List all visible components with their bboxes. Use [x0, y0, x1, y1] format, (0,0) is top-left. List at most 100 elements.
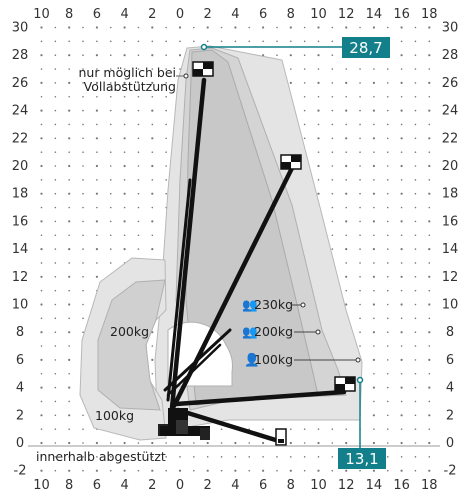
grid-dot	[331, 206, 334, 209]
grid-dot	[400, 275, 403, 278]
grid-dot	[428, 358, 431, 361]
grid-dot	[54, 428, 57, 430]
grid-dot	[234, 469, 237, 472]
grid-dot	[372, 248, 375, 251]
y-tick-label: 18	[442, 187, 459, 202]
grid-dot	[40, 164, 43, 168]
grid-dot	[54, 40, 57, 43]
grid-dot	[178, 441, 182, 445]
x-tick-label: 10	[33, 7, 50, 22]
y-tick-label: 12	[442, 270, 459, 285]
y-tick-label: 2	[16, 408, 24, 423]
grid-dot	[165, 82, 167, 84]
grid-dot	[54, 123, 57, 126]
grid-dot	[95, 164, 98, 168]
grid-dot	[54, 165, 57, 167]
grid-dot	[109, 456, 112, 458]
grid-dot	[54, 26, 57, 29]
grid-dot	[400, 386, 403, 389]
grid-dot	[40, 109, 43, 112]
grid-dot	[400, 68, 403, 70]
rear-zone-label-100: 100kg	[95, 408, 134, 423]
y-tick-label: 0	[446, 436, 454, 451]
grid-dot	[137, 26, 140, 29]
grid-dot	[151, 372, 154, 375]
grid-dot	[68, 331, 71, 334]
grid-dot	[400, 441, 403, 445]
grid-dot	[54, 372, 57, 375]
grid-dot	[359, 137, 361, 140]
y-tick-label: 12	[12, 270, 29, 285]
grid-dot	[400, 303, 403, 306]
grid-dot	[289, 469, 292, 472]
y-tick-label: 6	[446, 353, 454, 368]
grid-dot	[331, 179, 334, 181]
grid-dot	[428, 68, 431, 70]
grid-dot	[428, 372, 431, 375]
basket-right	[334, 376, 356, 392]
grid-dot	[372, 137, 375, 140]
grid-dot	[317, 123, 320, 126]
grid-dot	[151, 192, 154, 195]
grid-dot	[414, 262, 417, 264]
grid-dot	[206, 456, 209, 458]
x-tick-label: 12	[338, 7, 355, 22]
grid-dot	[178, 26, 182, 29]
grid-dot	[400, 262, 403, 264]
grid-dot	[109, 123, 112, 126]
grid-dot	[331, 68, 334, 70]
grid-dot	[165, 26, 167, 29]
grid-dot	[414, 248, 417, 250]
grid-dot	[109, 26, 112, 29]
grid-dot	[123, 68, 126, 70]
x-tick-label: 12	[338, 478, 355, 493]
grid-dot	[386, 82, 389, 84]
grid-dot	[345, 220, 348, 223]
x-tick-label: 10	[33, 478, 50, 493]
grid-dot	[96, 40, 98, 43]
y-tick-label: 30	[12, 21, 29, 36]
grid-dot	[68, 234, 70, 237]
grid-dot	[68, 164, 71, 168]
grid-dot	[317, 81, 320, 84]
grid-dot	[331, 137, 334, 140]
grid-dot	[137, 179, 140, 181]
x-tick-label: 2	[204, 478, 212, 493]
y-tick-label: 28	[12, 48, 29, 63]
grid-dot	[373, 206, 375, 209]
grid-dot	[54, 289, 57, 292]
grid-dot	[428, 262, 431, 264]
grid-dot	[248, 26, 251, 29]
grid-dot	[359, 248, 361, 250]
grid-dot	[414, 220, 417, 223]
grid-dot	[331, 95, 334, 98]
boom-mid	[171, 165, 295, 409]
grid-dot	[400, 414, 403, 417]
grid-dot	[151, 68, 154, 70]
x-tick-label: 2	[148, 478, 156, 493]
grid-dot	[428, 414, 431, 417]
grid-dot	[40, 469, 43, 472]
grid-dot	[82, 289, 84, 292]
grid-dot	[262, 26, 265, 29]
grid-dot	[414, 303, 417, 306]
grid-dot	[276, 469, 278, 472]
grid-dot	[96, 151, 98, 153]
grid-dot	[137, 151, 140, 153]
grid-dot	[123, 456, 126, 458]
grid-dot	[40, 248, 43, 251]
grid-dot	[414, 345, 417, 347]
grid-dot	[54, 400, 57, 403]
grid-dot	[428, 137, 431, 140]
grid-dot	[54, 109, 57, 112]
grid-dot	[82, 456, 84, 458]
grid-dot	[220, 428, 223, 430]
grid-dot	[179, 68, 181, 70]
grid-dot	[179, 456, 181, 458]
grid-dot	[386, 137, 389, 140]
grid-dot	[303, 123, 306, 126]
grid-dot	[151, 54, 154, 57]
grid-dot	[193, 456, 195, 458]
grid-dot	[303, 109, 306, 112]
